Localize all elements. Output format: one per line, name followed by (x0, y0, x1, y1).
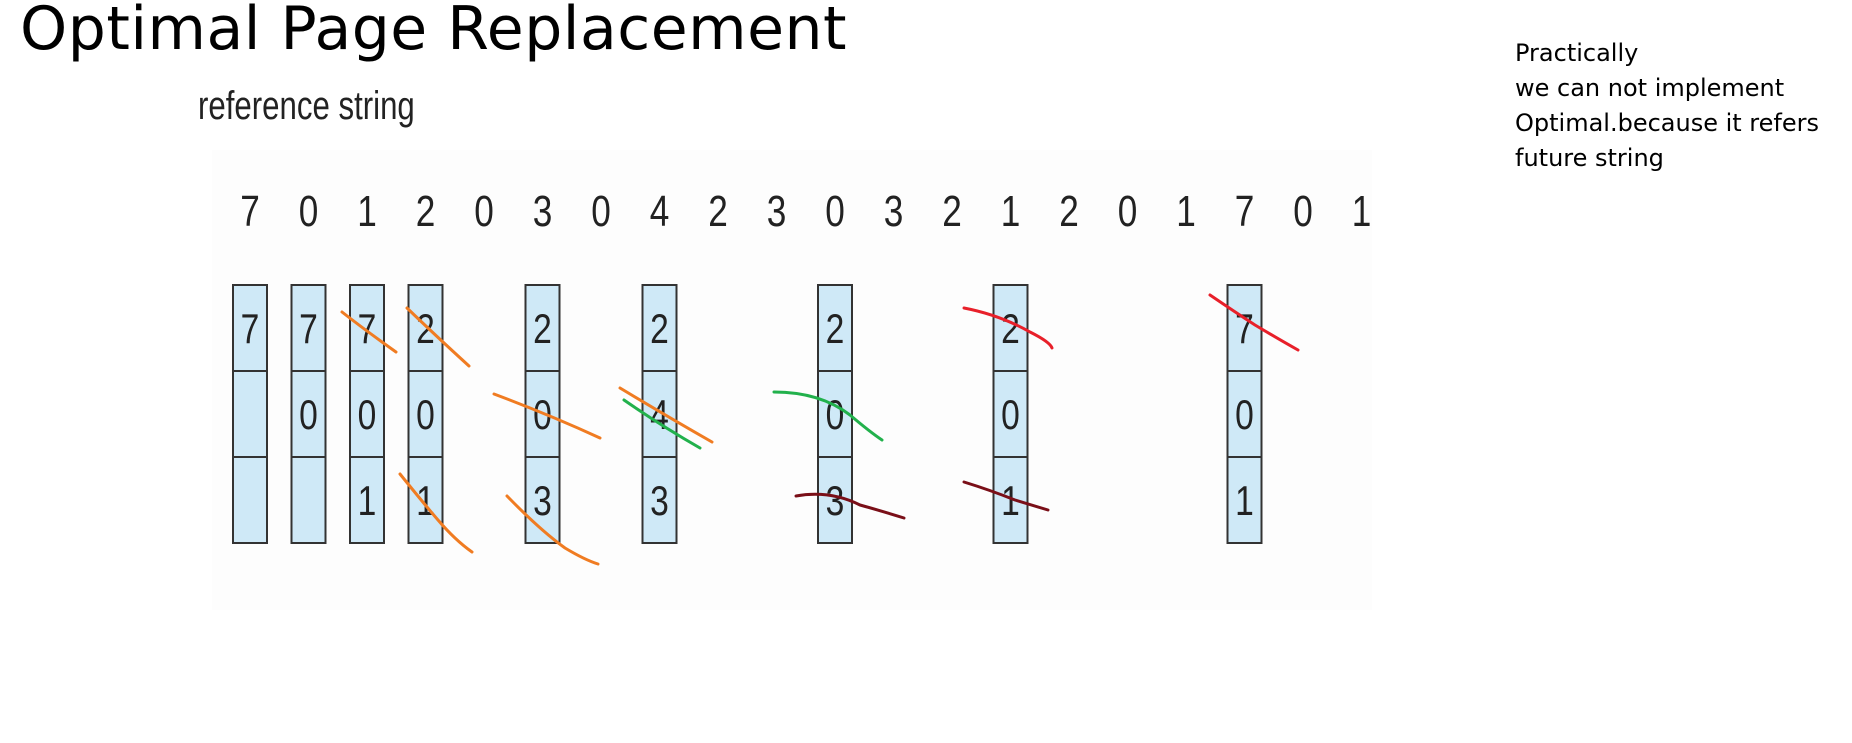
strike-marks (340, 293, 1300, 566)
frame-value: 7 (299, 307, 318, 353)
frame-cell (290, 370, 327, 458)
frame-cell (1226, 370, 1263, 458)
frame-value: 2 (650, 307, 669, 353)
reference-number: 0 (1118, 187, 1138, 236)
strike-mark (622, 398, 702, 450)
reference-string-label: reference string (198, 84, 415, 128)
note-line: Optimal.because it refers (1515, 109, 1819, 137)
frame-value: 2 (416, 307, 435, 353)
reference-number: 7 (1235, 187, 1255, 236)
reference-number: 3 (767, 187, 787, 236)
reference-number: 0 (299, 187, 319, 236)
frame-cell (817, 370, 853, 458)
frame-cell (524, 370, 561, 458)
frame-cell (641, 456, 678, 544)
diagram-background (212, 150, 1372, 610)
page-title: Optimal Page Replacement (20, 0, 848, 64)
frame-value: 7 (1235, 307, 1254, 353)
frame-column: 243 (641, 284, 678, 544)
side-note: Practically we can not implement Optimal… (1515, 36, 1845, 176)
reference-number: 7 (240, 187, 260, 236)
frame-value: 0 (358, 393, 377, 439)
frame-cell (349, 370, 385, 458)
reference-number: 1 (1352, 187, 1372, 236)
frame-value: 3 (533, 479, 552, 525)
note-line: Practically (1515, 39, 1639, 67)
frame-value: 2 (1001, 307, 1020, 353)
frame-value: 7 (241, 307, 260, 353)
reference-number: 1 (1176, 187, 1196, 236)
frame-column: 70 (290, 284, 327, 544)
frame-value: 0 (826, 393, 845, 439)
frame-value: 0 (1001, 393, 1020, 439)
reference-number: 2 (708, 187, 728, 236)
strike-mark (794, 492, 906, 520)
frame-value: 1 (416, 479, 435, 525)
strike-mark (962, 480, 1050, 512)
frame-column: 2 0 3 (817, 284, 853, 544)
frame-cell (992, 456, 1029, 544)
frame-value: 0 (533, 393, 552, 439)
frame-cell (524, 284, 561, 372)
frame-value: 2 (826, 307, 845, 353)
frame-value: 0 (299, 393, 318, 439)
strike-mark (492, 392, 602, 440)
frame-cell (407, 370, 444, 458)
frame-cell (349, 284, 385, 372)
reference-number: 0 (591, 187, 611, 236)
reference-number: 2 (942, 187, 962, 236)
note-line: future string (1515, 144, 1664, 172)
frame-column: 7 (232, 284, 268, 544)
strike-mark (405, 306, 471, 368)
frame-value: 3 (826, 479, 845, 525)
frame-cell (407, 456, 444, 544)
reference-number: 2 (1059, 187, 1079, 236)
frame-value: 3 (650, 479, 669, 525)
note-line: we can not implement (1515, 74, 1785, 102)
frame-value: 2 (533, 307, 552, 353)
frame-cell (1226, 456, 1263, 544)
strike-mark (962, 306, 1054, 350)
strike-mark (772, 390, 884, 442)
frame-value: 1 (358, 479, 377, 525)
strike-mark (340, 310, 398, 354)
reference-number: 1 (1001, 187, 1021, 236)
strike-mark (398, 472, 474, 554)
reference-number: 0 (474, 187, 494, 236)
strike-mark (505, 494, 600, 566)
frame-cell (817, 284, 853, 372)
frame-column: 7 0 1 (1226, 284, 1263, 544)
frame-cell (992, 370, 1029, 458)
reference-number: 2 (416, 187, 436, 236)
reference-number: 3 (533, 187, 553, 236)
frame-column: 701 (349, 284, 385, 544)
reference-number: 0 (825, 187, 845, 236)
frame-cell (290, 456, 327, 544)
frame-column: 2 0 1 (407, 284, 444, 544)
reference-number: 4 (650, 187, 670, 236)
frame-value: 0 (1235, 393, 1254, 439)
frame-cell (349, 456, 385, 544)
reference-number: 3 (884, 187, 904, 236)
strike-mark (1208, 293, 1300, 352)
strike-mark (618, 386, 714, 444)
frame-cell (232, 284, 268, 372)
frame-value: 1 (1235, 479, 1254, 525)
frame-value: 1 (1001, 479, 1020, 525)
frame-cell (232, 370, 268, 458)
reference-number: 1 (357, 187, 377, 236)
reference-number: 0 (1293, 187, 1313, 236)
frame-cell (232, 456, 268, 544)
frame-value: 0 (416, 393, 435, 439)
